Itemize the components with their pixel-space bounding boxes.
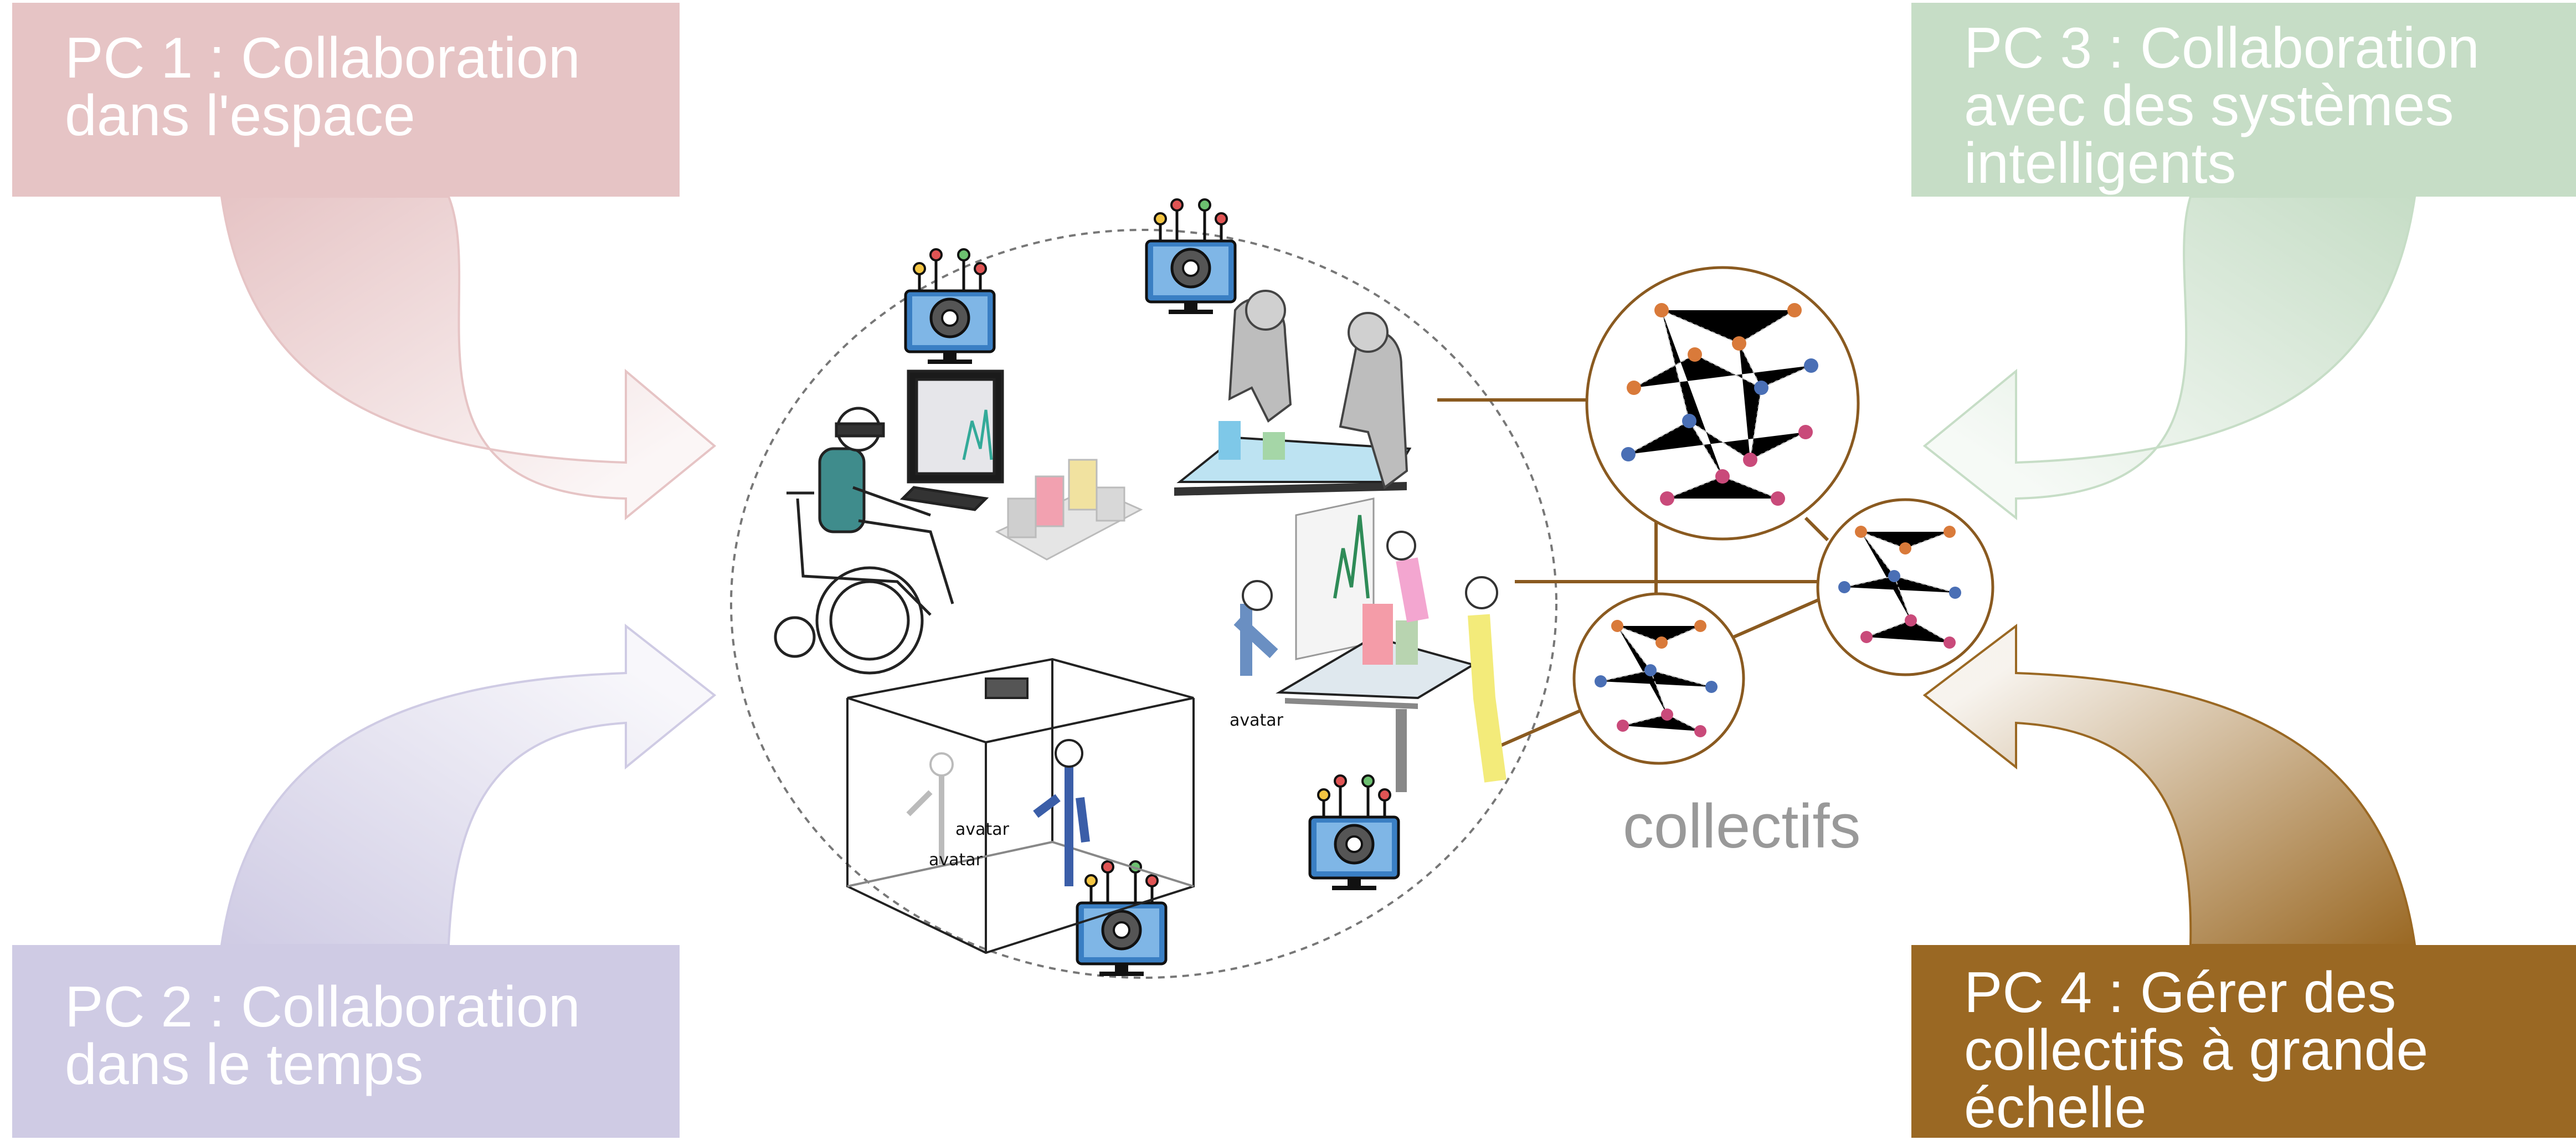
pc3-title: PC 3 : Collaboration avec des systèmes i…	[1964, 16, 2480, 196]
display-tabletop-illustration	[1233, 497, 1506, 792]
pc2-arrow	[220, 623, 717, 946]
pc2-title: PC 2 : Collaboration dans le temps	[65, 975, 580, 1097]
pc1-box: PC 1 : Collaboration dans l'espace	[12, 3, 680, 197]
network-medium	[1816, 498, 1994, 676]
avatar-label-1: avatar	[955, 820, 1010, 839]
pc2-box: PC 2 : Collaboration dans le temps	[12, 945, 680, 1138]
ai-monitor-gear-icon	[1310, 776, 1398, 890]
pc3-box: PC 3 : Collaboration avec des systèmes i…	[1911, 3, 2576, 197]
cave-box-illustration	[846, 658, 1195, 954]
city-model-small	[995, 459, 1143, 561]
pc3-arrow	[1922, 196, 2416, 521]
wheelchair-user-illustration	[774, 369, 1004, 675]
network-large	[1585, 266, 1860, 541]
pc1-title: PC 1 : Collaboration dans l'espace	[65, 26, 580, 148]
ai-monitor-gear-icon	[906, 249, 994, 364]
collaboration-space-circle	[730, 229, 1557, 979]
avatar-label-2: avatar	[929, 850, 983, 870]
network-small	[1572, 592, 1745, 765]
pc4-title: PC 4 : Gérer des collectifs à grande éch…	[1964, 961, 2429, 1140]
ai-monitor-gear-icon	[1146, 199, 1235, 314]
collectifs-label: collectifs	[1623, 792, 1860, 861]
avatar-label-0: avatar	[1230, 711, 1284, 730]
network-connections	[1437, 398, 1829, 749]
tabletop-users-illustration	[1174, 290, 1412, 496]
pc1-arrow	[220, 196, 717, 521]
pc4-arrow	[1922, 623, 2416, 946]
pc4-box: PC 4 : Gérer des collectifs à grande éch…	[1911, 945, 2576, 1138]
